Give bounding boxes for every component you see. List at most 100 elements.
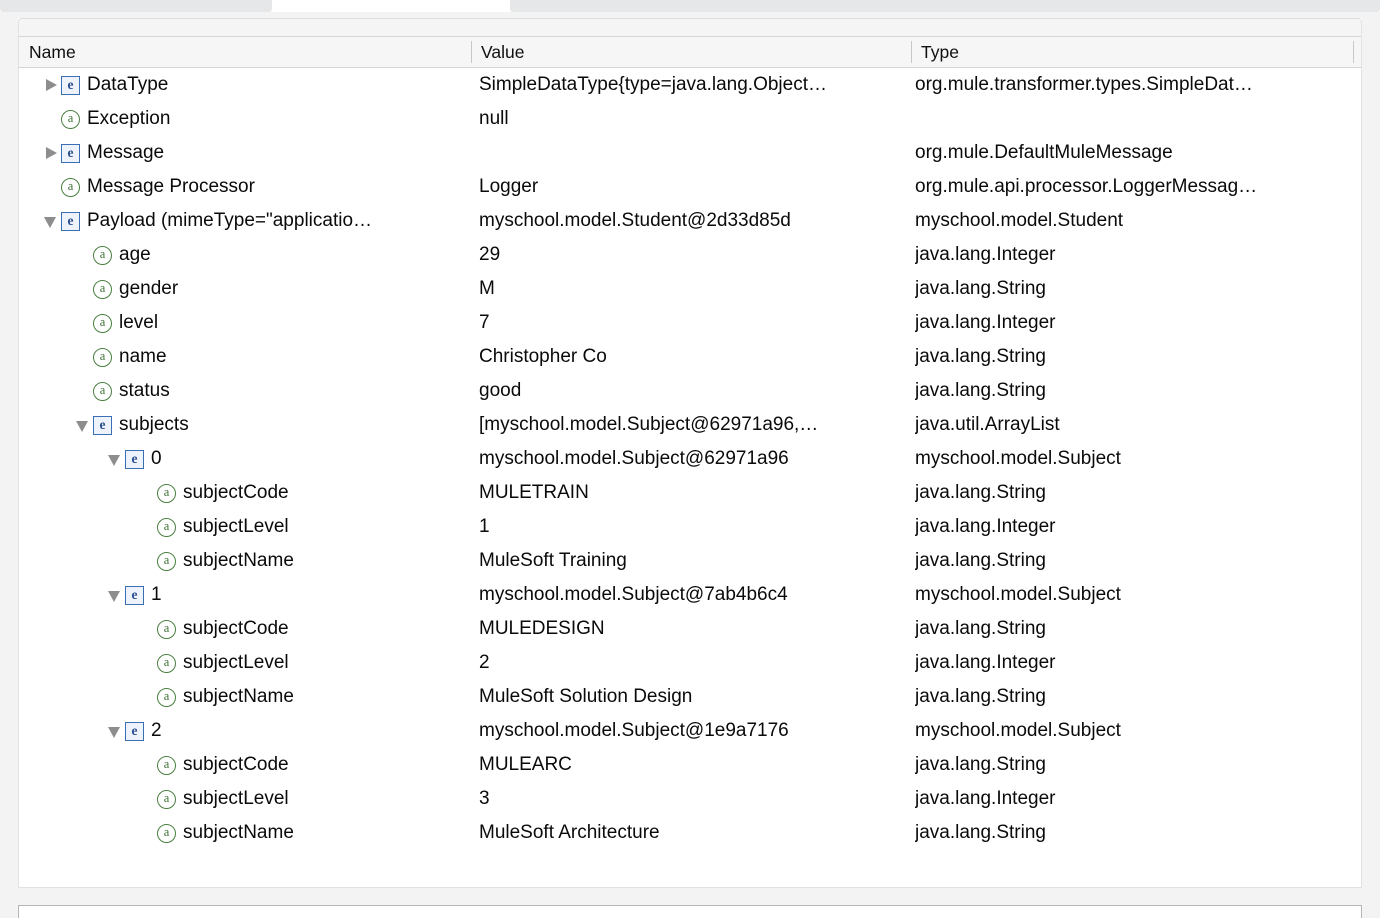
tree-row-type-cell[interactable]: java.lang.String (915, 618, 1046, 639)
tree-row-type-cell[interactable]: java.lang.Integer (915, 244, 1056, 265)
tree-row-value-cell[interactable]: [myschool.model.Subject@62971a96,… (479, 414, 819, 435)
tree-row-value-cell[interactable]: 1 (479, 516, 490, 537)
tree-row-type-cell[interactable]: java.lang.Integer (915, 788, 1056, 809)
chevron-down-icon[interactable] (105, 714, 125, 748)
tree-row-value-cell[interactable]: Christopher Co (479, 346, 607, 367)
chevron-right-icon[interactable] (41, 68, 61, 102)
tree-row-type-cell[interactable]: java.lang.String (915, 346, 1046, 367)
tree-row-type-cell[interactable]: myschool.model.Student (915, 210, 1124, 231)
tree-row-value-cell[interactable]: 2 (479, 652, 490, 673)
column-divider-value[interactable] (471, 41, 472, 63)
tree-row-value-cell[interactable]: Logger (479, 176, 539, 197)
tree-row-type-cell[interactable]: java.lang.Integer (915, 312, 1056, 333)
tree-row-type-cell[interactable]: org.mule.api.processor.LoggerMessag… (915, 176, 1258, 197)
tree-row-value-cell[interactable]: 7 (479, 312, 490, 333)
column-header-value[interactable]: Value (481, 42, 525, 62)
tree-row-type-cell[interactable]: java.lang.String (915, 754, 1046, 775)
tree-row-type-cell[interactable]: java.lang.String (915, 380, 1046, 401)
tree-row-type-cell[interactable]: myschool.model.Subject (915, 584, 1121, 605)
tree-row-value-cell[interactable]: M (479, 278, 495, 299)
tree-row-value-cell[interactable]: 29 (479, 244, 501, 265)
tree-row-value-cell[interactable]: MuleSoft Architecture (479, 822, 660, 843)
tree-row-type-cell[interactable]: java.lang.String (915, 482, 1046, 503)
tree-row-type-cell[interactable]: java.util.ArrayList (915, 414, 1060, 435)
column-divider-spare[interactable] (1353, 41, 1354, 63)
chevron-down-icon[interactable] (41, 204, 61, 238)
tree-row-type-cell[interactable]: java.lang.String (915, 550, 1046, 571)
tree-row-value-cell[interactable]: null (479, 108, 509, 129)
column-header-type[interactable]: Type (921, 42, 959, 62)
chevron-down-icon[interactable] (73, 408, 93, 442)
tree-row-value-cell[interactable]: myschool.model.Subject@62971a96 (479, 448, 789, 469)
tree-row-value-cell[interactable]: MULETRAIN (479, 482, 589, 503)
tree-row-value-cell[interactable]: myschool.model.Subject@7ab4b6c4 (479, 584, 788, 605)
column-divider-type[interactable] (911, 41, 912, 63)
tree-row-value-cell[interactable]: good (479, 380, 522, 401)
tree-row-type-cell[interactable]: java.lang.String (915, 822, 1046, 843)
tree-row-value-cell[interactable]: MULEDESIGN (479, 618, 605, 639)
tree-row-type-cell[interactable]: org.mule.transformer.types.SimpleDat… (915, 74, 1253, 95)
column-header-name[interactable]: Name (29, 42, 76, 62)
tree-row-value-cell[interactable]: MuleSoft Solution Design (479, 686, 693, 707)
tab-right-inactive[interactable] (510, 0, 1380, 12)
chevron-down-icon[interactable] (105, 578, 125, 612)
tree-row-type-cell[interactable]: myschool.model.Subject (915, 720, 1121, 741)
tree-row-type-cell[interactable] (915, 102, 1353, 136)
chevron-right-icon[interactable] (41, 136, 61, 170)
tree-row-type-cell[interactable]: java.lang.String (915, 278, 1046, 299)
tree-row-value-cell[interactable]: myschool.model.Subject@1e9a7176 (479, 720, 789, 741)
tree-row-type-cell[interactable]: java.lang.Integer (915, 516, 1056, 537)
tab-left-inactive[interactable] (0, 0, 272, 12)
tree-row-value-cell[interactable]: MuleSoft Training (479, 550, 627, 571)
tree-row-type-cell[interactable]: org.mule.DefaultMuleMessage (915, 142, 1173, 163)
tree-row-type-cell[interactable]: java.lang.Integer (915, 652, 1056, 673)
tree-row-value-cell[interactable] (479, 136, 911, 170)
tree-row-value-cell[interactable]: 3 (479, 788, 490, 809)
tree-row-type-cell[interactable]: java.lang.String (915, 686, 1046, 707)
chevron-down-icon[interactable] (105, 442, 125, 476)
tree-row-type-cell[interactable]: myschool.model.Subject (915, 448, 1121, 469)
